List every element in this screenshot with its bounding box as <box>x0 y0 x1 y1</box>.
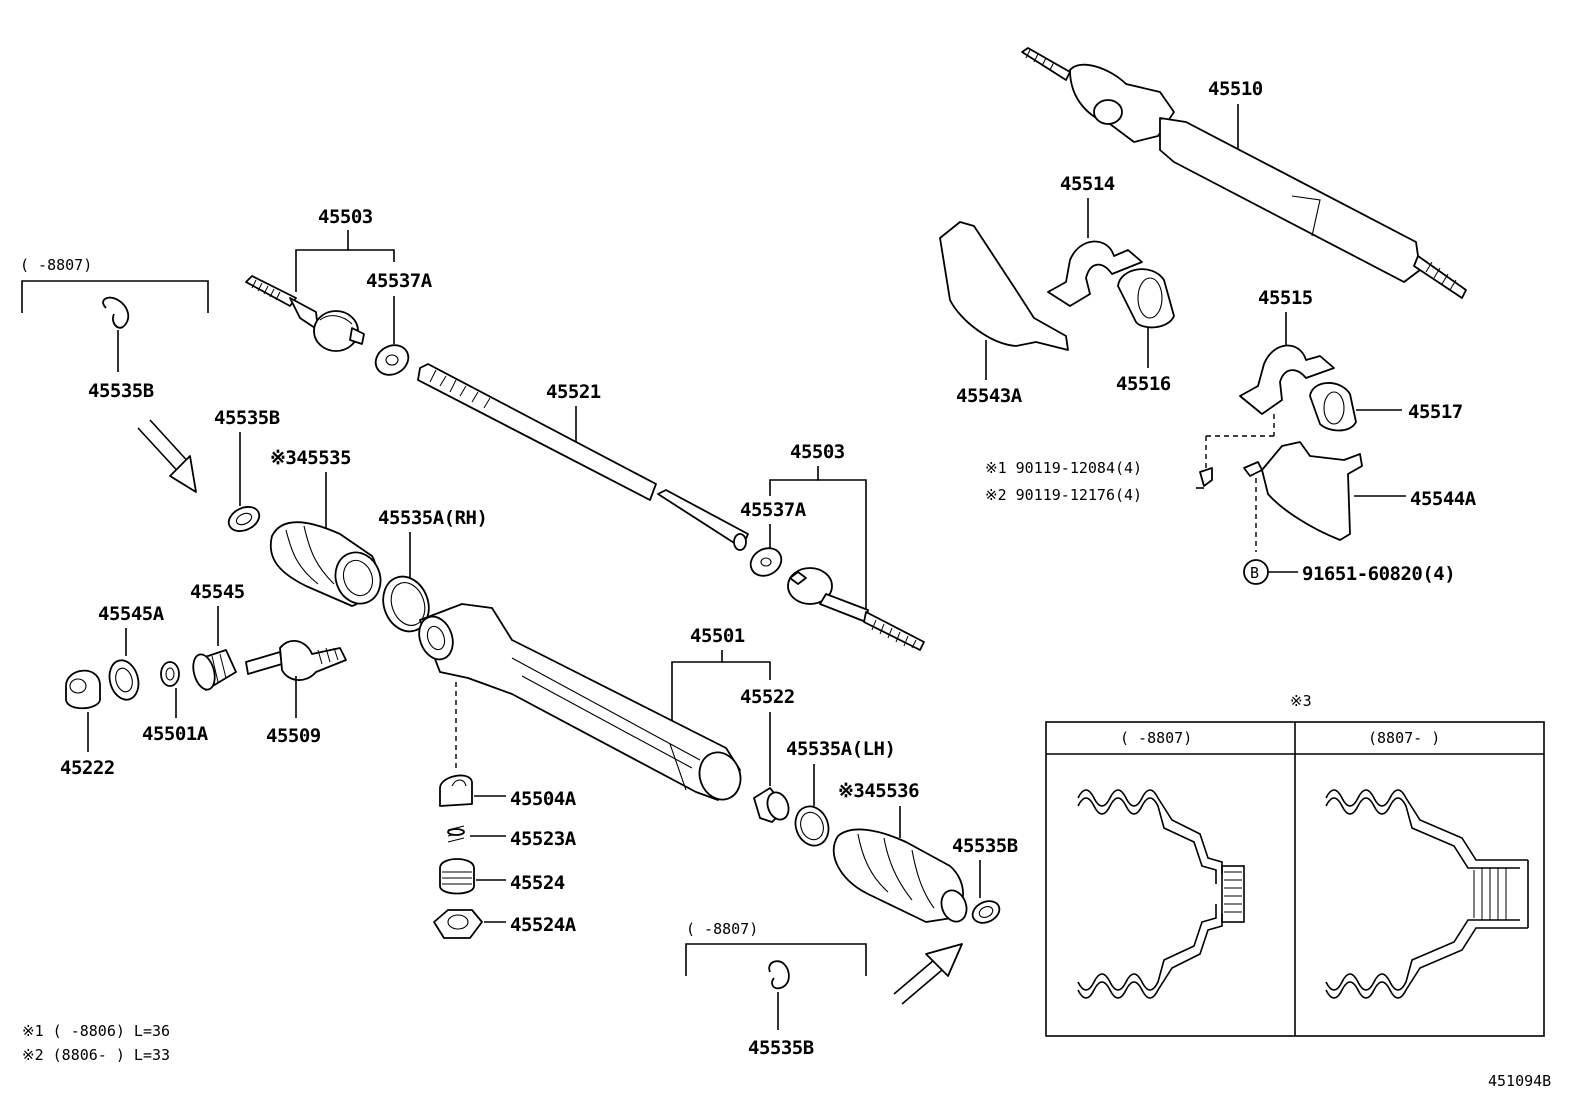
label-45222: 45222 <box>60 757 115 779</box>
bush-45516: 45516 <box>1116 268 1175 395</box>
label-45537A-right: 45537A <box>740 499 807 521</box>
label-91651: 91651-60820(4) <box>1302 563 1455 585</box>
direction-arrow-left <box>137 419 197 493</box>
label-45535B-c: 45535B <box>952 835 1018 857</box>
label-bolt1: ※1 90119-12084(4) <box>985 459 1142 477</box>
label-45517: 45517 <box>1408 401 1463 423</box>
shield-45544A: 45544A <box>1243 441 1477 552</box>
bushing-45522: 45522 <box>740 686 795 823</box>
range-label-bottom: ( -8807) <box>686 920 758 938</box>
label-b: B <box>1250 564 1259 582</box>
inset-right-header: (8807- ) <box>1368 729 1440 747</box>
footnotes: ※1 ( -8806) L=36 ※2 (8806- ) L=33 451094… <box>22 1022 1551 1090</box>
label-45535: ※345535 <box>270 447 351 469</box>
direction-arrow-right <box>893 943 963 1005</box>
label-45523A: 45523A <box>510 828 577 850</box>
cap-45222: 45222 <box>60 669 115 779</box>
gear-assembly-45510: 45510 <box>1021 47 1467 299</box>
label-45544A: 45544A <box>1410 488 1477 510</box>
housing-45501: 45501 <box>418 603 771 801</box>
bolt-90119: ※1 90119-12084(4) ※2 90119-12176(4) <box>985 459 1213 504</box>
seal-45501A: 45501A <box>142 661 209 745</box>
tie-rod-end-45503-top: 45503 <box>245 206 395 352</box>
label-45510: 45510 <box>1208 78 1263 100</box>
label-45514: 45514 <box>1060 173 1115 195</box>
diagram-code: 451094B <box>1488 1072 1551 1090</box>
washer-45537A-right: 45537A <box>740 499 807 577</box>
label-45503-top: 45503 <box>318 206 373 228</box>
footnote-1: ※1 ( -8806) L=36 <box>22 1022 170 1040</box>
label-45535B-d: 45535B <box>748 1037 814 1059</box>
label-45501: 45501 <box>690 625 745 647</box>
boot-45535: ※345535 <box>269 447 382 607</box>
pinion-45509: 45509 <box>245 640 347 747</box>
label-45537A-top: 45537A <box>366 270 433 292</box>
label-45545A: 45545A <box>98 603 165 625</box>
clip-range-bracket-bottom: ( -8807) 45535B <box>685 920 867 1059</box>
label-45509: 45509 <box>266 725 321 747</box>
clip-range-bracket-top-left: ( -8807) 45535B <box>20 256 209 402</box>
clamp-45535A-LH: 45535A(LH) <box>786 738 896 847</box>
label-bolt2: ※2 90119-12176(4) <box>985 486 1142 504</box>
label-45535B-b: 45535B <box>214 407 280 429</box>
inset-left-header: ( -8807) <box>1120 729 1192 747</box>
range-label-top-left: ( -8807) <box>20 256 92 274</box>
label-45521: 45521 <box>546 381 601 403</box>
label-45516: 45516 <box>1116 373 1171 395</box>
label-45501A: 45501A <box>142 723 209 745</box>
washer-45537A-top: 45537A <box>366 270 433 376</box>
bracket-45515: 45515 <box>1205 287 1335 468</box>
plug-45545: 45545 <box>190 581 245 691</box>
label-45535A-LH: 45535A(LH) <box>786 738 895 760</box>
clip-45535B-c: 45535B <box>952 835 1018 924</box>
clip-45535B-d-icon <box>768 960 790 990</box>
label-45524A: 45524A <box>510 914 577 936</box>
locknut-45524A: 45524A <box>433 909 577 939</box>
clip-45535B-b: 45535B <box>214 407 280 532</box>
guide-45504A: 45504A <box>439 774 577 810</box>
inset-title: ※3 <box>1290 692 1312 710</box>
bolt-91651: B 91651-60820(4) <box>1243 559 1456 585</box>
bush-45517: 45517 <box>1309 382 1463 432</box>
label-45535B-a: 45535B <box>88 380 154 402</box>
nut-45545A: 45545A <box>98 603 165 701</box>
shield-45543A: 45543A <box>939 221 1069 407</box>
boot-45536: ※345536 <box>832 780 968 923</box>
label-45522: 45522 <box>740 686 795 708</box>
label-45503-right: 45503 <box>790 441 845 463</box>
label-45504A: 45504A <box>510 788 577 810</box>
label-45515: 45515 <box>1258 287 1313 309</box>
footnote-2: ※2 (8806- ) L=33 <box>22 1046 170 1064</box>
plug-45524: 45524 <box>439 858 565 895</box>
label-45535A-RH: 45535A(RH) <box>378 507 487 529</box>
label-45543A: 45543A <box>956 385 1023 407</box>
inset-boot-variants: ※3 ( -8807) (8807- ) <box>1045 692 1545 1037</box>
clip-45535B-icon <box>102 296 130 329</box>
clamp-45535A-RH: 45535A(RH) <box>378 507 488 633</box>
label-45536: ※345536 <box>838 780 919 802</box>
spring-45523A: 45523A <box>447 825 577 850</box>
label-45545: 45545 <box>190 581 245 603</box>
label-45524: 45524 <box>510 872 565 894</box>
bracket-45514: 45514 <box>1047 173 1143 307</box>
tie-rod-end-45503-right: 45503 <box>769 441 925 651</box>
rack-45521: 45521 <box>417 363 749 551</box>
